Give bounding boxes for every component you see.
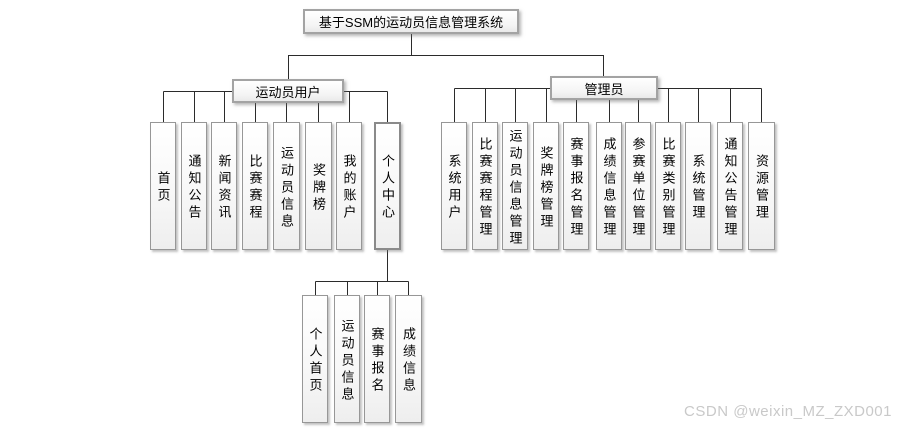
- node-score-info-mgmt-label: 成绩信息管理: [601, 137, 617, 239]
- node-event-reg-mgmt: 赛事报名管理: [563, 122, 589, 250]
- node-system-user-label: 系统用户: [446, 154, 462, 222]
- csdn-watermark: CSDN @weixin_MZ_ZXD001: [684, 403, 892, 420]
- node-medal-board-mgmt-label: 奖牌榜管理: [538, 145, 554, 231]
- node-root-label: 基于SSM的运动员信息管理系统: [318, 15, 504, 30]
- node-notice-announcement: 通知公告: [181, 122, 207, 250]
- node-notice-announcement-label: 通知公告: [186, 154, 202, 222]
- node-news-label: 新闻资讯: [216, 154, 232, 222]
- node-personal-athlete-info-label: 运动员信息: [339, 318, 355, 404]
- node-news: 新闻资讯: [211, 122, 237, 250]
- node-notice-mgmt: 通知公告管理: [717, 122, 743, 250]
- node-my-account-label: 我的账户: [341, 154, 357, 222]
- node-event-reg-mgmt-label: 赛事报名管理: [568, 137, 584, 239]
- node-medal-board-label: 奖牌榜: [311, 162, 326, 214]
- node-medal-board-mgmt: 奖牌榜管理: [533, 122, 559, 250]
- node-notice-mgmt-label: 通知公告管理: [722, 137, 738, 239]
- node-medal-board: 奖牌榜: [305, 122, 332, 250]
- node-my-account: 我的账户: [336, 122, 362, 250]
- node-match-schedule-label: 比赛赛程: [247, 154, 263, 222]
- node-match-schedule: 比赛赛程: [242, 122, 268, 250]
- node-personal-home-label: 个人首页: [307, 327, 323, 395]
- node-personal-center: 个人中心: [374, 122, 401, 250]
- node-category-mgmt-label: 比赛类别管理: [660, 137, 676, 239]
- node-system-user: 系统用户: [441, 122, 467, 250]
- node-resource-mgmt: 资源管理: [748, 122, 775, 250]
- node-unit-mgmt-label: 参赛单位管理: [630, 137, 646, 239]
- node-home: 首页: [150, 122, 176, 250]
- node-score-info-label: 成绩信息: [401, 327, 416, 395]
- node-admin: 管理员: [550, 76, 658, 100]
- node-athlete-user: 运动员用户: [232, 79, 344, 103]
- node-home-label: 首页: [155, 171, 171, 205]
- node-score-info: 成绩信息: [395, 295, 422, 423]
- node-schedule-mgmt-label: 比赛赛程管理: [477, 137, 493, 239]
- node-athlete-info-label: 运动员信息: [279, 145, 294, 231]
- node-system-mgmt-label: 系统管理: [690, 154, 706, 222]
- node-athlete-info: 运动员信息: [273, 122, 300, 250]
- node-root: 基于SSM的运动员信息管理系统: [303, 9, 519, 34]
- node-system-mgmt: 系统管理: [685, 122, 711, 250]
- node-event-registration-label: 赛事报名: [369, 327, 385, 395]
- node-athlete-info-mgmt-label: 运动员信息管理: [507, 128, 523, 248]
- node-event-registration: 赛事报名: [364, 295, 390, 423]
- node-schedule-mgmt: 比赛赛程管理: [472, 122, 498, 250]
- node-unit-mgmt: 参赛单位管理: [625, 122, 651, 250]
- node-resource-mgmt-label: 资源管理: [754, 154, 769, 222]
- node-admin-label: 管理员: [584, 81, 624, 97]
- node-athlete-info-mgmt: 运动员信息管理: [502, 122, 528, 250]
- node-athlete-user-label: 运动员用户: [255, 84, 321, 100]
- node-personal-center-label: 个人中心: [380, 154, 395, 222]
- node-personal-home: 个人首页: [302, 295, 328, 423]
- node-category-mgmt: 比赛类别管理: [655, 122, 681, 250]
- node-personal-athlete-info: 运动员信息: [334, 295, 360, 423]
- node-score-info-mgmt: 成绩信息管理: [596, 122, 622, 250]
